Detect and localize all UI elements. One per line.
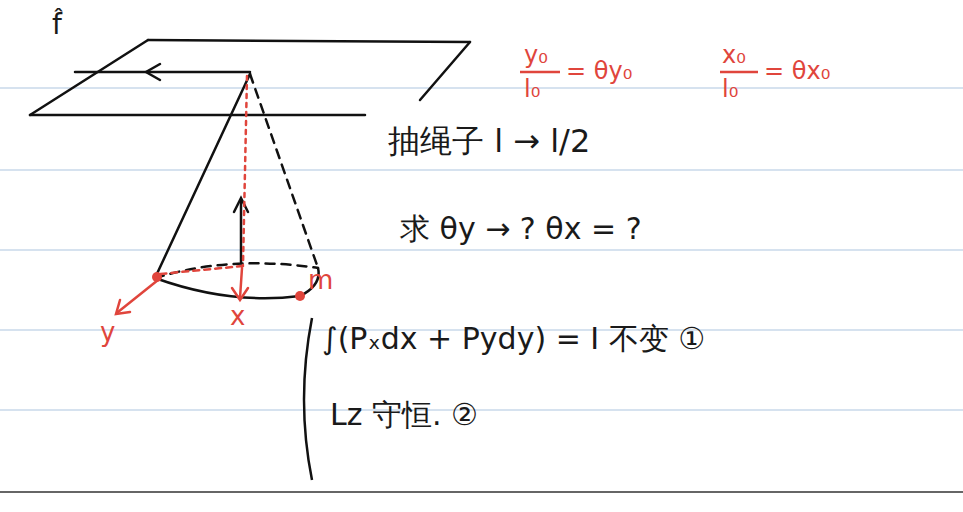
angle-equation: = θx₀: [764, 58, 830, 84]
equation-2: Lz 守恒. ②: [330, 398, 478, 431]
axis-label: x: [230, 302, 245, 331]
note-text: 抽绳子 l → l/2: [388, 124, 590, 159]
numerator: x₀: [722, 42, 746, 68]
mass-label: m: [308, 266, 333, 295]
question-text: 求 θy → ? θx = ?: [400, 212, 642, 245]
angle-equation: = θy₀: [566, 58, 632, 84]
axis-label: y: [100, 318, 115, 347]
denominator: l₀: [722, 76, 738, 102]
force-label: f̂: [52, 10, 62, 41]
denominator: l₀: [524, 76, 540, 102]
equation-1: ∫(Pₓdx + Pydy) = I 不变 ①: [322, 322, 705, 355]
numerator: y₀: [524, 42, 548, 68]
